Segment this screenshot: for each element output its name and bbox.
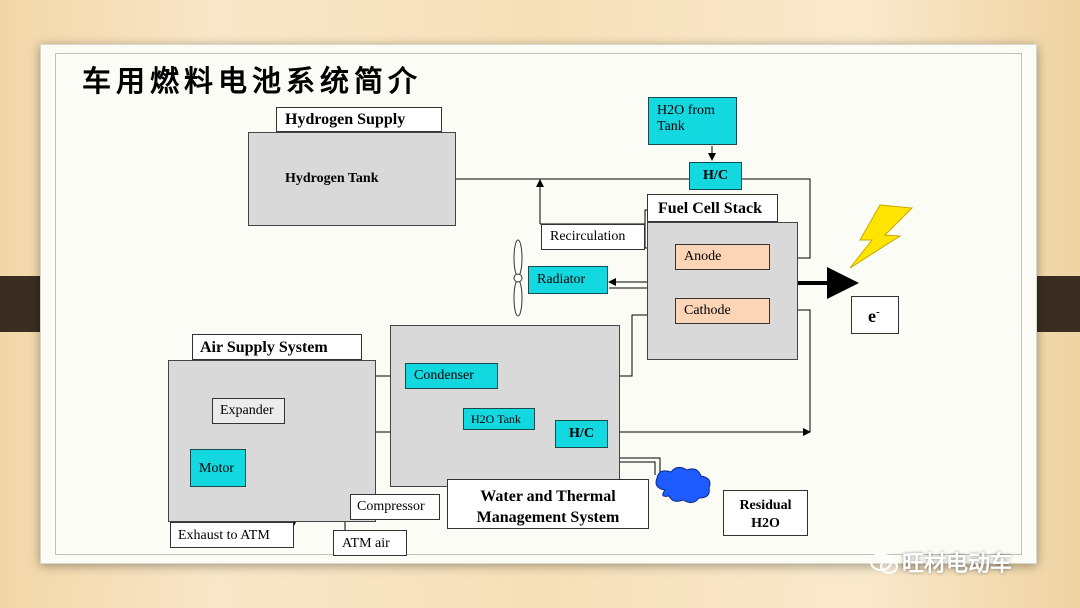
hc-bottom-label: H/C	[569, 426, 594, 441]
water-thermal-box	[390, 325, 620, 487]
water-thermal-label-box: Water and Thermal Management System	[447, 479, 649, 529]
cathode-label: Cathode	[684, 303, 731, 318]
recirculation-label: Recirculation	[550, 229, 626, 244]
motor-label: Motor	[199, 461, 234, 476]
electron-label: e	[868, 306, 876, 326]
hc-bottom-box: H/C	[555, 420, 608, 448]
cathode-box: Cathode	[675, 298, 770, 324]
expander-box: Expander	[212, 398, 285, 424]
h2o-tank-label: H2O Tank	[471, 412, 521, 426]
residual-label-1: Residual	[739, 498, 792, 513]
fuel-cell-stack-box	[647, 222, 798, 360]
lightning-bolt-icon	[849, 204, 914, 269]
slide-inner-border	[55, 53, 1022, 555]
air-supply-label: Air Supply System	[192, 334, 362, 360]
condenser-label: Condenser	[414, 368, 474, 383]
hydrogen-supply-label: Hydrogen Supply	[276, 107, 442, 132]
radiator-box: Radiator	[528, 266, 608, 294]
anode-label: Anode	[684, 249, 722, 264]
residual-label-2: H2O	[751, 516, 780, 531]
page-title: 车用燃料电池系统简介	[82, 64, 423, 98]
residual-line-2	[620, 457, 661, 475]
motor-box: Motor	[190, 449, 246, 487]
compressor-label: Compressor	[357, 499, 425, 514]
radiator-label: Radiator	[537, 272, 586, 287]
exhaust-label: Exhaust to ATM	[178, 528, 270, 543]
hc-top-box: H/C	[689, 162, 742, 190]
water-thermal-label-2: Management System	[476, 509, 620, 526]
electron-sup: -	[876, 306, 880, 318]
hydrogen-tank-label: Hydrogen Tank	[285, 171, 379, 186]
compressor-box: Compressor	[350, 494, 440, 520]
expander-label: Expander	[220, 403, 274, 418]
hc-top-label: H/C	[703, 168, 728, 183]
h2o-from-tank-label: H2O from Tank	[657, 103, 715, 134]
anode-box: Anode	[675, 244, 770, 270]
residual-cloud-icon	[655, 466, 711, 504]
residual-h2o-box: Residual H2O	[723, 490, 808, 536]
fuel-cell-stack-label: Fuel Cell Stack	[647, 194, 778, 222]
wechat-icon	[868, 550, 898, 574]
air-supply-box	[168, 360, 376, 522]
h2o-from-tank-box: H2O from Tank	[648, 97, 737, 145]
water-thermal-label-1: Water and Thermal	[480, 488, 616, 505]
electron-box: e-	[851, 296, 899, 334]
atm-air-box: ATM air	[333, 530, 407, 556]
recirculation-box: Recirculation	[541, 224, 645, 250]
condenser-box: Condenser	[405, 363, 498, 389]
watermark: 旺材电动车	[868, 546, 1012, 578]
exhaust-box: Exhaust to ATM	[170, 522, 294, 548]
hydrogen-supply-box	[248, 132, 456, 226]
atm-air-label: ATM air	[342, 536, 390, 551]
radiator-fan-icon	[513, 239, 523, 317]
watermark-text: 旺材电动车	[902, 552, 1013, 577]
h2o-tank-box: H2O Tank	[463, 408, 535, 430]
